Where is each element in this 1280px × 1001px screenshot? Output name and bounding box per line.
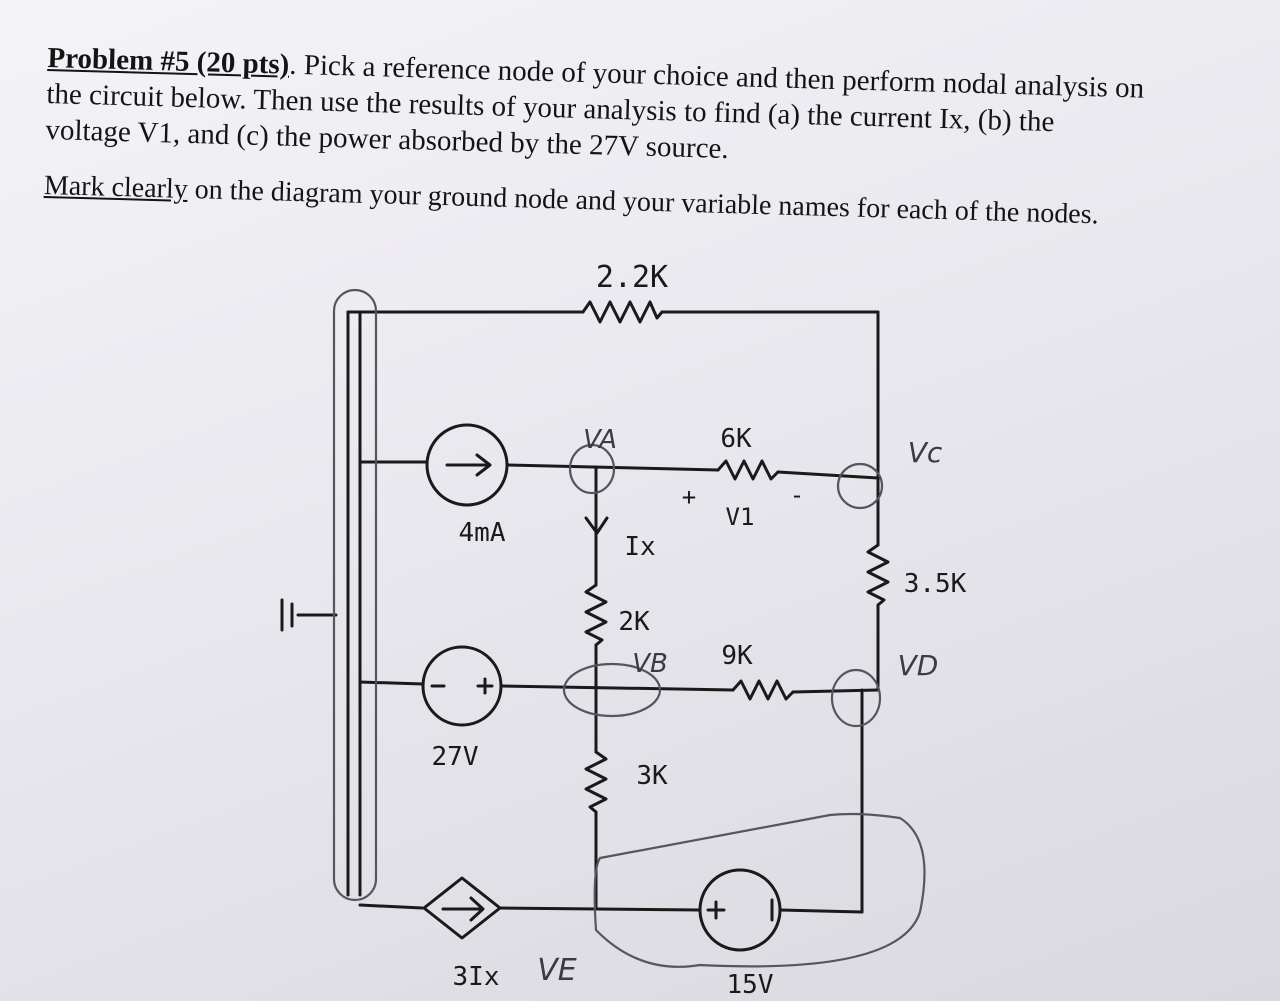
label-3k5: 3.5K: [904, 569, 967, 599]
resistor-2k: [584, 583, 608, 647]
annotation-ve: VE: [537, 953, 577, 988]
ground-node-outline: [332, 288, 378, 902]
arrow-4ma-head: [475, 453, 492, 477]
annotation-vd: VD: [898, 649, 939, 682]
label-ix: Ix: [624, 532, 655, 562]
node-va-circle: [568, 443, 616, 495]
wire-3ix-left: [358, 903, 424, 910]
wire-va: [505, 463, 720, 472]
label-v1-plus: +: [682, 483, 696, 511]
dependent-source-3ix: [422, 876, 502, 940]
wire-bottom-right: [778, 908, 864, 914]
label-3ix: 3Ix: [453, 962, 500, 992]
label-27v: 27V: [432, 742, 479, 772]
annotation-vc: Vc: [908, 436, 943, 469]
wire-27v-left: [358, 680, 425, 686]
label-4ma: 4mA: [459, 518, 506, 548]
label-3k: 3K: [636, 761, 668, 791]
resistor-3k: [584, 750, 608, 814]
arrow-3ix-head: [469, 896, 485, 922]
label-2k2: 2.2K: [596, 260, 668, 295]
label-v1-minus: -: [790, 481, 804, 509]
label-2k: 2K: [618, 607, 650, 637]
wire-6k-right: [776, 470, 880, 480]
wire-vb: [499, 684, 735, 692]
label-9k: 9K: [721, 641, 753, 671]
node-vc-circle: [836, 462, 884, 510]
annotation-vb: VB: [632, 649, 668, 679]
resistor-2k2: [581, 300, 664, 324]
label-15v: 15V: [727, 970, 774, 1000]
label-v1: V1: [726, 503, 755, 531]
node-vb-circle: [562, 662, 662, 718]
wire-bottom-mid: [498, 906, 702, 912]
ix-arrow: [584, 516, 609, 535]
resistor-6k: [716, 459, 780, 481]
annotation-va: VA: [583, 425, 617, 455]
node-vd-circle: [830, 668, 882, 728]
resistor-3k5: [866, 543, 890, 607]
resistor-9k: [731, 679, 795, 701]
node-ve-outline: [593, 812, 926, 968]
label-6k: 6K: [720, 424, 752, 454]
wire-9k-right: [791, 688, 880, 694]
